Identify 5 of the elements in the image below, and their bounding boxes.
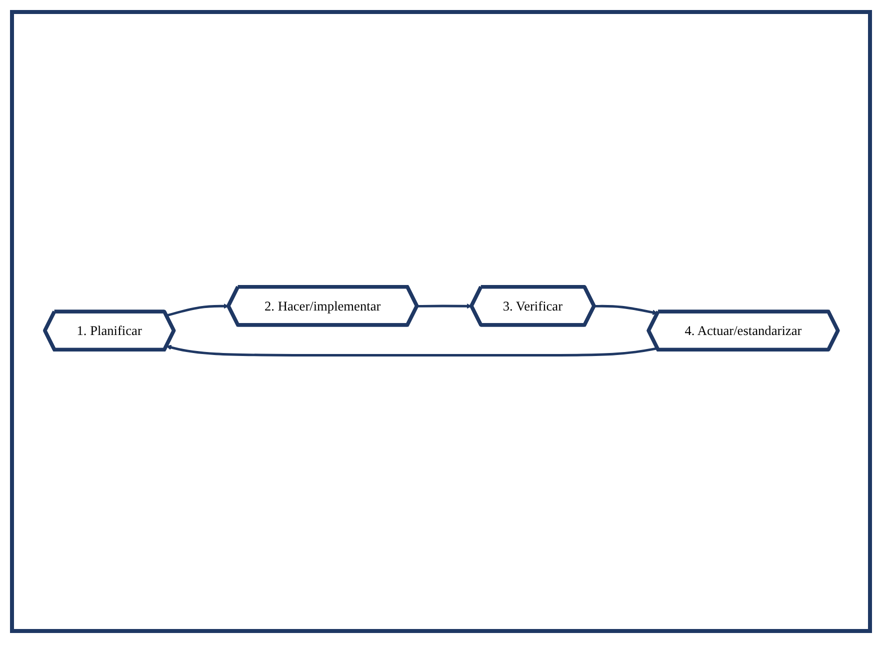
arrow [594,305,658,316]
arrow [166,304,228,318]
frame-border: 1. Planificar 2. Hacer/implementar 3. Verificar 4. Actuar/estandarizar [10,10,872,633]
arrow [166,345,658,357]
arrow [416,304,472,310]
